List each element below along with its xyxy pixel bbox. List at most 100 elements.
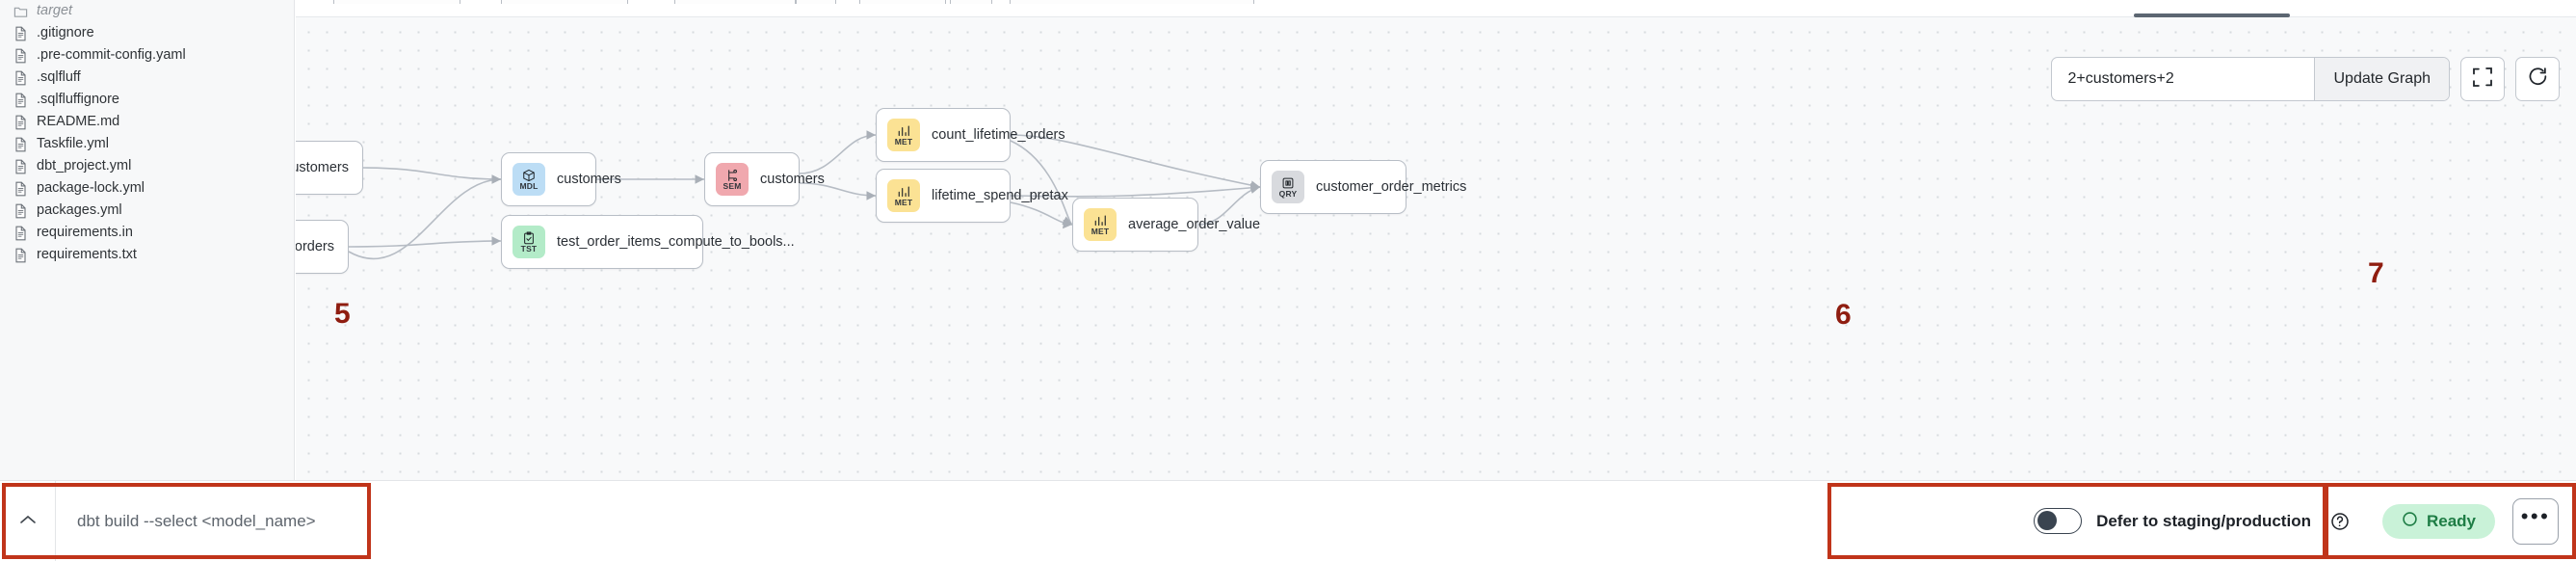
lineage-node[interactable]: orders [296, 220, 349, 274]
node-type-label: TST [520, 244, 538, 254]
semantic-icon: SEM [716, 163, 749, 196]
lineage-node[interactable]: MET average_order_value [1072, 198, 1260, 252]
lineage-node-label: customers [760, 172, 825, 187]
file-icon [13, 159, 28, 174]
file-icon [13, 203, 28, 219]
editor-tab-stub-6[interactable] [950, 0, 992, 4]
file-list[interactable]: target .gitignore.pre-commit-config.yaml.… [0, 0, 294, 266]
file-list-item[interactable]: requirements.in [0, 222, 294, 244]
node-type-label: MDL [519, 181, 539, 191]
graph-selector-group[interactable]: Update Graph [2051, 57, 2450, 101]
file-name: .sqlfluffignore [37, 92, 119, 108]
lineage-node-label: orders [296, 239, 334, 254]
folder-icon [13, 4, 28, 19]
active-tab-indicator [2134, 13, 2290, 17]
file-icon [13, 226, 28, 241]
annotation-number-6: 6 [1835, 299, 1852, 331]
file-icon [13, 115, 28, 130]
status-actions-zone[interactable]: Defer to staging/production Ready [2024, 481, 2576, 561]
expand-terminal-button[interactable] [0, 481, 56, 561]
annotation-number-7: 7 [2368, 257, 2384, 289]
lineage-node[interactable]: MET lifetime_spend_pretax [876, 169, 1068, 223]
more-options-button[interactable]: ••• [2512, 497, 2559, 545]
status-badge-label: Ready [2426, 511, 2476, 530]
lineage-node[interactable]: TST test_order_items_compute_to_bools... [501, 215, 795, 269]
node-type-label: MET [894, 137, 913, 147]
editor-tab-stub-5[interactable] [859, 0, 946, 4]
node-type-label: QRY [1278, 189, 1298, 199]
status-badge: Ready [2381, 503, 2495, 539]
defer-label: Defer to staging/production [2096, 511, 2311, 530]
update-graph-button[interactable]: Update Graph [2314, 58, 2449, 100]
cube-icon: MDL [513, 163, 545, 196]
status-bar: Defer to staging/production Ready [0, 480, 2576, 561]
refresh-icon [2527, 66, 2549, 93]
editor-tab-stub-2[interactable] [501, 0, 628, 4]
annotation-number-5: 5 [334, 298, 351, 330]
defer-toggle[interactable] [2034, 508, 2083, 534]
editor-tab-stub-4[interactable] [796, 0, 836, 4]
file-list-item[interactable]: README.md [0, 111, 294, 133]
file-name: packages.yml [37, 202, 122, 219]
file-name: Taskfile.yml [37, 136, 109, 152]
file-list-item[interactable]: package-lock.yml [0, 177, 294, 200]
file-list-item[interactable]: Taskfile.yml [0, 133, 294, 155]
editor-tab-stub-7[interactable] [1010, 0, 1254, 4]
question-circle-icon[interactable] [2330, 512, 2350, 531]
file-name: README.md [37, 114, 120, 130]
file-list-item[interactable]: .gitignore [0, 22, 294, 44]
file-icon [13, 181, 28, 197]
defer-toggle-knob [2037, 511, 2057, 531]
editor-tab-stub-3[interactable] [674, 0, 796, 4]
lineage-node-label: customers [557, 172, 621, 187]
file-icon [13, 137, 28, 152]
graph-selector-input[interactable] [2052, 58, 2315, 100]
lineage-node[interactable]: MDL customers [501, 152, 621, 206]
lineage-node[interactable]: MET count_lifetime_orders [876, 108, 1065, 162]
refresh-button[interactable] [2515, 57, 2560, 101]
file-name: dbt_project.yml [37, 158, 132, 174]
file-icon [13, 48, 28, 64]
file-list-item[interactable]: .pre-commit-config.yaml [0, 44, 294, 67]
fullscreen-button[interactable] [2460, 57, 2505, 101]
file-name: .sqlfluff [37, 69, 81, 86]
lineage-node-label: count_lifetime_orders [932, 127, 1065, 143]
file-name: package-lock.yml [37, 180, 145, 197]
graph-toolbar[interactable]: Update Graph [2051, 57, 2560, 101]
file-list-item[interactable]: .sqlfluffignore [0, 89, 294, 111]
defer-toggle-group[interactable]: Defer to staging/production [2024, 508, 2367, 534]
file-list-item[interactable]: target [0, 0, 294, 22]
command-input[interactable] [56, 481, 634, 561]
fullscreen-icon [2472, 67, 2493, 93]
file-list-item[interactable]: dbt_project.yml [0, 155, 294, 177]
lineage-node[interactable]: SEM customers [704, 152, 825, 206]
node-type-label: SEM [723, 181, 742, 191]
lineage-node-label: average_order_value [1128, 217, 1261, 232]
file-icon [13, 70, 28, 86]
file-icon [13, 93, 28, 108]
command-zone[interactable] [0, 481, 634, 561]
file-icon [13, 26, 28, 41]
lineage-node-label: lifetime_spend_pretax [932, 188, 1068, 203]
lineage-node[interactable]: stg_customers [296, 141, 363, 195]
clipboard-check-icon: TST [513, 226, 545, 258]
file-name: target [37, 3, 73, 19]
node-type-label: MET [894, 198, 913, 207]
file-name: requirements.txt [37, 247, 137, 263]
ellipsis-icon: ••• [2520, 503, 2551, 528]
lineage-node-label: test_order_items_compute_to_bools... [557, 234, 795, 250]
metric-icon: MET [887, 119, 920, 151]
file-explorer-panel[interactable]: target .gitignore.pre-commit-config.yaml.… [0, 0, 295, 480]
editor-tab-stub-1[interactable] [333, 0, 460, 4]
file-list-item[interactable]: packages.yml [0, 200, 294, 222]
metric-icon: MET [1084, 208, 1117, 241]
lineage-node-label: stg_customers [296, 160, 349, 175]
query-icon: QRY [1272, 171, 1304, 203]
file-list-item[interactable]: .sqlfluff [0, 67, 294, 89]
file-list-item[interactable]: requirements.txt [0, 244, 294, 266]
node-type-label: MET [1091, 227, 1110, 236]
chevron-up-icon [19, 513, 37, 530]
